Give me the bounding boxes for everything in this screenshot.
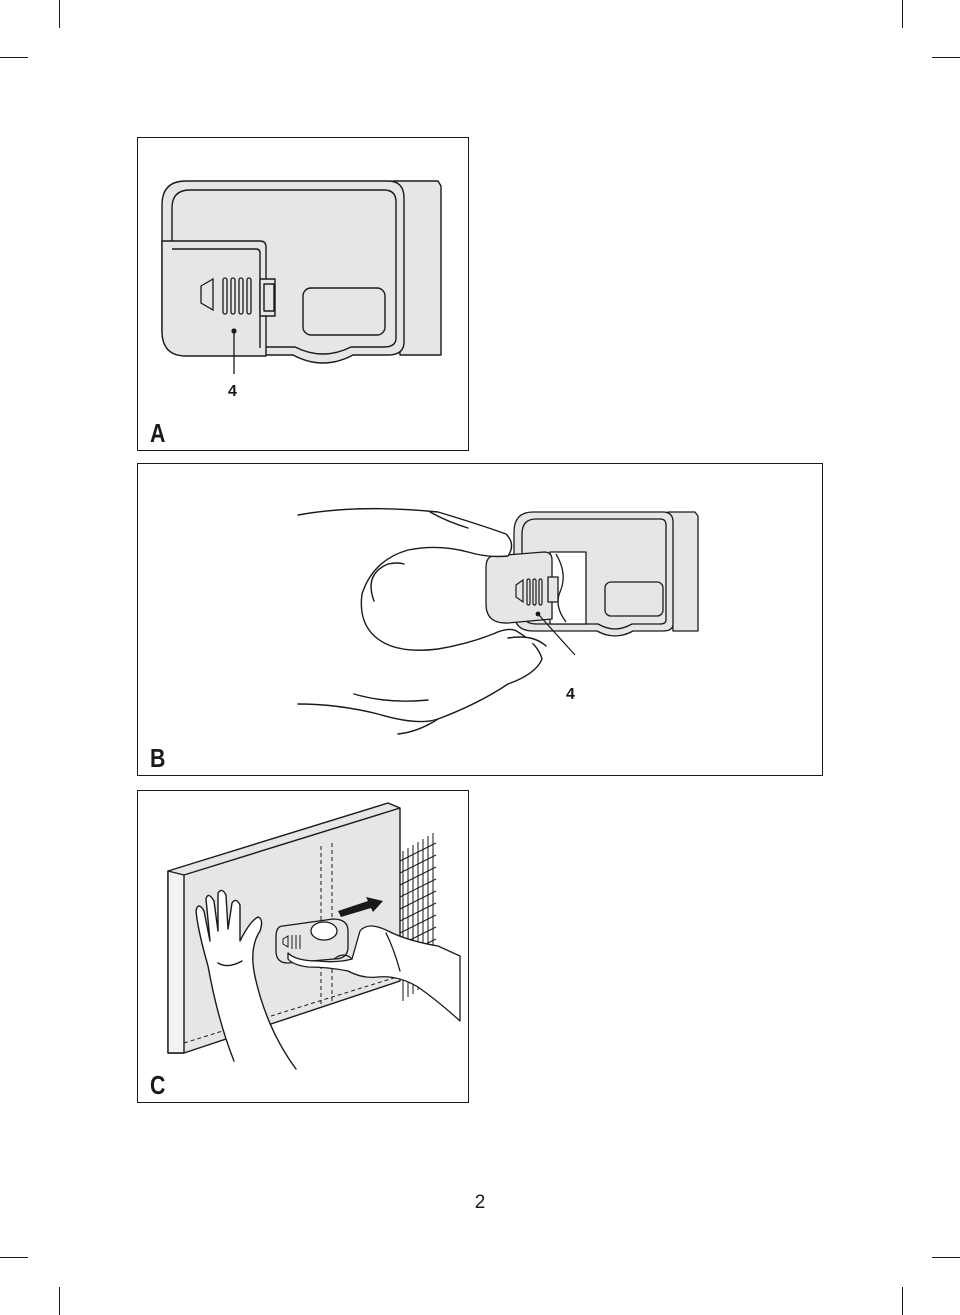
figure-c: C	[137, 790, 469, 1103]
arrow-icon	[338, 897, 383, 917]
crop-mark	[932, 1257, 960, 1258]
dispenser-illustration	[161, 180, 442, 374]
hand-removing-cap-illustration	[297, 507, 699, 735]
figure-letter: B	[150, 743, 166, 773]
crop-mark	[0, 57, 28, 58]
crop-mark	[0, 1257, 28, 1258]
callout-number: 4	[566, 686, 575, 703]
figure-letter: C	[150, 1070, 166, 1100]
hand-inserting-dispenser-illustration	[167, 802, 461, 1070]
crop-mark	[59, 0, 60, 28]
crop-mark	[902, 0, 903, 28]
callout-number: 4	[228, 383, 237, 400]
crop-mark	[59, 1287, 60, 1315]
crop-mark	[902, 1287, 903, 1315]
figure-a: 4 A	[137, 137, 469, 451]
figure-b: 4 B	[137, 463, 823, 776]
crop-mark	[932, 57, 960, 58]
figure-letter: A	[150, 418, 166, 448]
page-number: 2	[474, 1192, 486, 1213]
